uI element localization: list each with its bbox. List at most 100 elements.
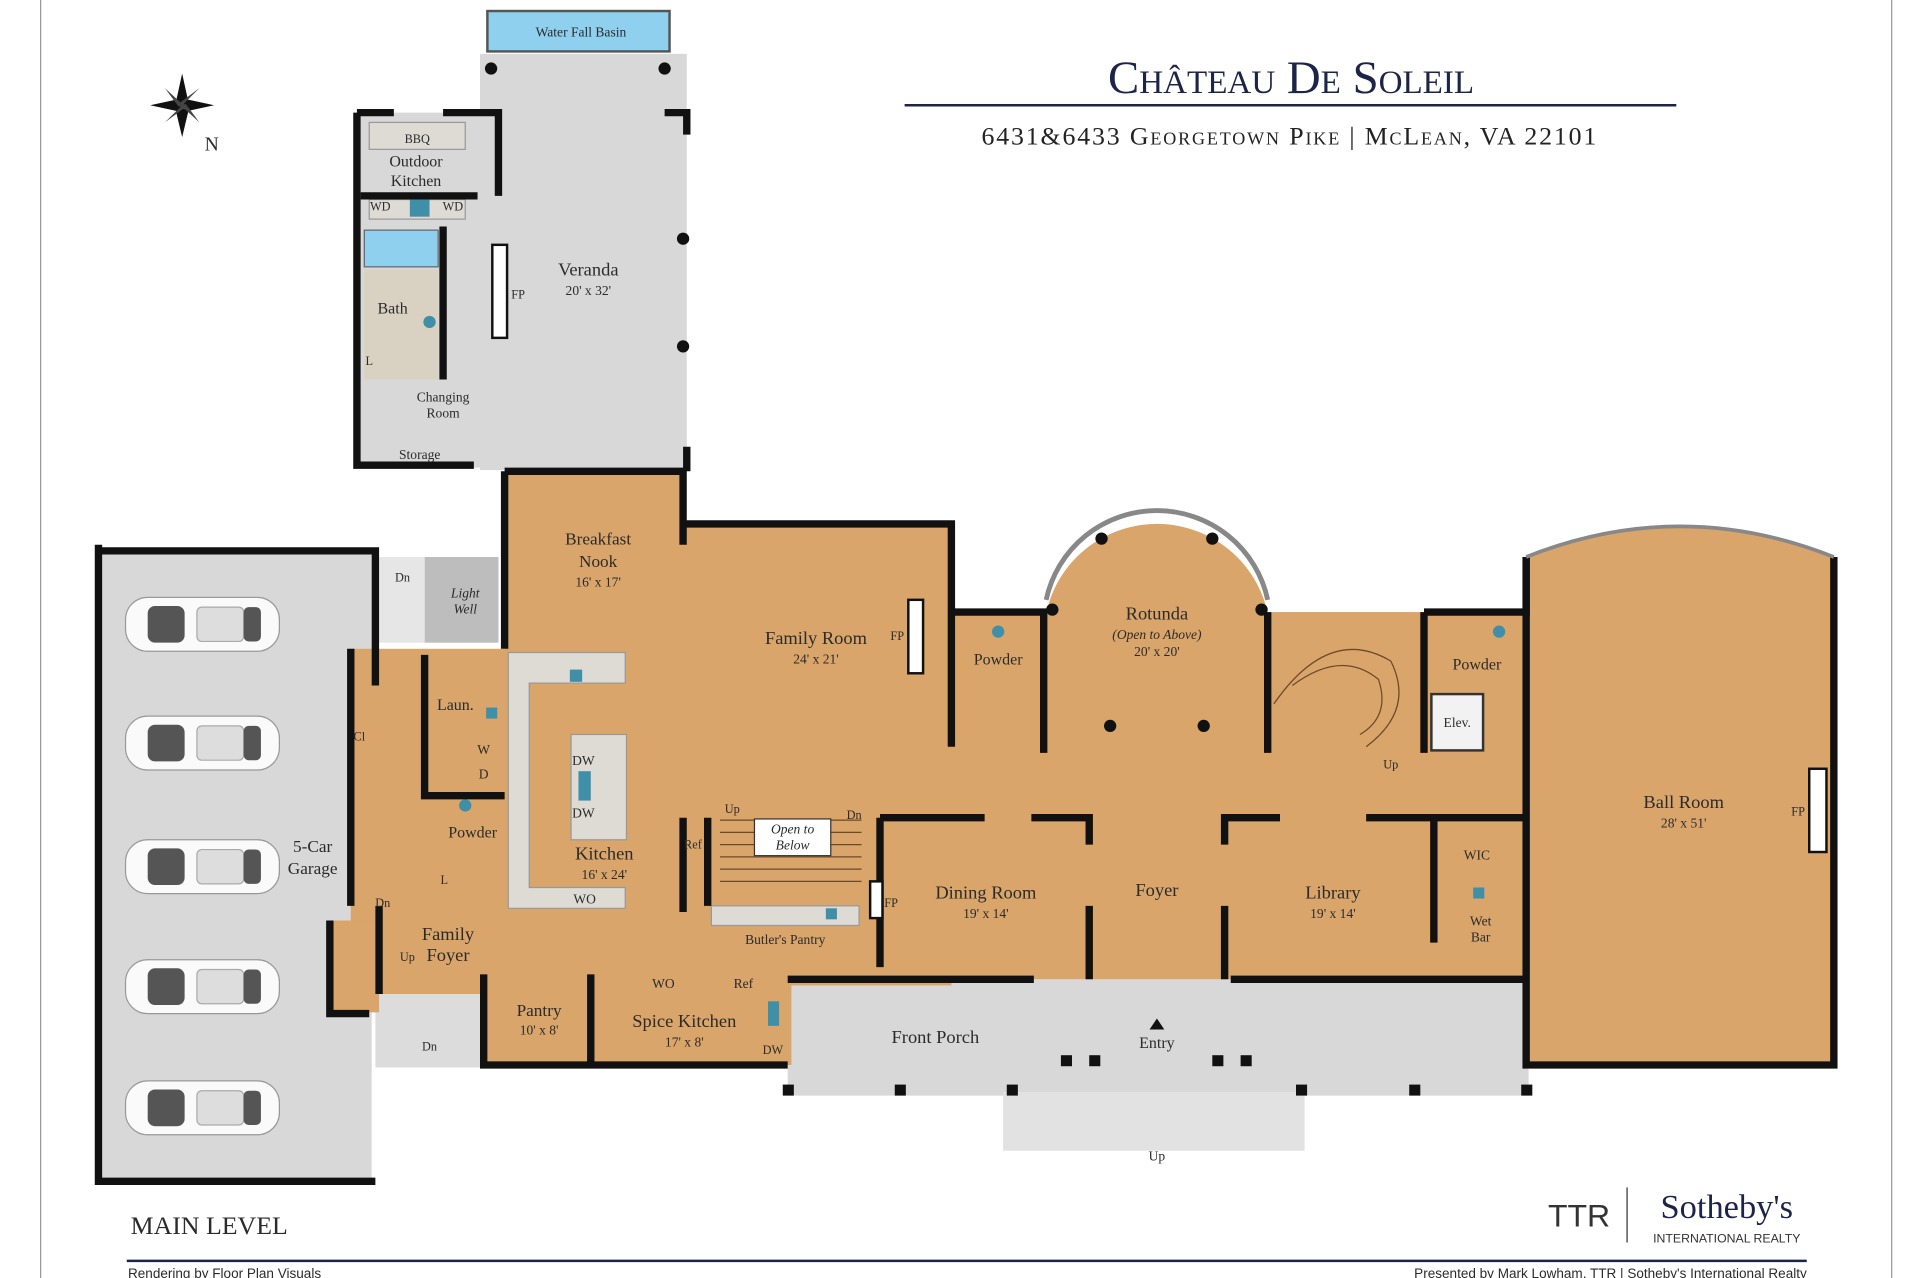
label-kitchen-dim: 16' x 24': [582, 867, 627, 882]
label-wd2: WD: [443, 200, 464, 214]
label-stair-up: Up: [1383, 758, 1398, 772]
label-outdoor1: Outdoor: [389, 154, 443, 171]
label-powder2: Powder: [1453, 657, 1503, 674]
label-pantry: Pantry: [517, 1001, 562, 1020]
label-bstair-up: Up: [725, 802, 740, 816]
label-family-fp: FP: [890, 629, 904, 643]
label-family-room-dim: 24' x 21': [793, 652, 838, 667]
rotunda-wall: [1043, 508, 1271, 601]
label-wo2: WO: [652, 976, 675, 991]
label-library: Library: [1305, 883, 1361, 903]
label-family-room: Family Room: [765, 628, 868, 648]
walls: [94, 108, 1838, 1185]
cars: [124, 596, 280, 1136]
shower: [363, 229, 439, 268]
logo-international-realty: INTERNATIONAL REALTY: [1653, 1232, 1800, 1246]
address: 6431&6433 Georgetown Pike | McLean, VA 2…: [982, 122, 1599, 151]
label-pantry-dim: 10' x 8': [520, 1022, 559, 1037]
label-porch-up: Up: [1149, 1149, 1166, 1164]
label-dining: Dining Room: [935, 883, 1037, 903]
label-garage1: 5-Car: [293, 837, 332, 856]
label-nook2: Nook: [579, 552, 618, 571]
label-veranda-fp: FP: [511, 288, 525, 302]
columns: [484, 62, 1533, 1096]
label-powder3-l: L: [441, 873, 449, 887]
label-garage-dn: Dn: [375, 896, 390, 910]
footer-credit-left: Rendering by Floor Plan Visuals: [128, 1266, 321, 1278]
label-veranda-dim: 20' x 32': [566, 283, 611, 298]
north-label: N: [205, 135, 219, 156]
label-storage: Storage: [399, 447, 440, 462]
label-ballroom: Ball Room: [1643, 792, 1724, 812]
label-dw3: DW: [763, 1043, 784, 1057]
label-lw-dn: Dn: [395, 570, 410, 584]
compass-rose-icon: [150, 73, 215, 138]
label-powder3: Powder: [448, 824, 498, 841]
car-icon: [124, 959, 280, 1015]
label-bbq: BBQ: [405, 132, 430, 146]
label-ballroom-fp: FP: [1791, 804, 1805, 818]
label-bstair-dn: Dn: [847, 808, 862, 822]
open-to-below: [753, 818, 832, 857]
level-label: MAIN LEVEL: [131, 1211, 288, 1240]
spiral-staircase: [1273, 648, 1400, 748]
kitchen-counters: [368, 121, 860, 927]
label-ffoyer-up: Up: [400, 950, 415, 964]
label-bath-l: L: [365, 354, 373, 368]
label-open2: Below: [776, 838, 810, 853]
label-spice: Spice Kitchen: [632, 1011, 736, 1031]
label-ballroom-dim: 28' x 51': [1661, 816, 1706, 831]
entry-arrow-icon: [1149, 1018, 1165, 1030]
label-wic: WIC: [1464, 847, 1490, 862]
label-bath: Bath: [378, 300, 408, 317]
label-wet1: Wet: [1470, 913, 1492, 928]
label-library-dim: 19' x 14': [1310, 906, 1355, 921]
label-wo1: WO: [573, 891, 596, 906]
elevator: [1430, 692, 1485, 752]
label-elev: Elev.: [1444, 715, 1471, 730]
label-ref1: Ref: [684, 837, 703, 851]
label-dw1: DW: [572, 753, 595, 768]
label-changing1: Changing: [417, 390, 470, 405]
label-garage2: Garage: [288, 859, 338, 878]
sinks: [409, 199, 1506, 1026]
label-waterfall: Water Fall Basin: [536, 25, 627, 40]
label-open1: Open to: [771, 822, 814, 837]
label-rotunda: Rotunda: [1126, 603, 1189, 623]
footer-credit-right: Presented by Mark Lowham, TTR | Sotheby'…: [1414, 1266, 1807, 1278]
label-dining-fp: FP: [884, 896, 898, 910]
label-entry: Entry: [1139, 1035, 1175, 1052]
label-wd1: WD: [370, 200, 391, 214]
label-wet2: Bar: [1471, 929, 1491, 944]
label-spice-dim: 17' x 8': [665, 1035, 704, 1050]
car-icon: [124, 839, 280, 895]
label-dw2: DW: [572, 806, 595, 821]
label-w: W: [477, 742, 490, 757]
ballroom-windows: [1525, 524, 1835, 559]
label-rotunda-note: (Open to Above): [1112, 627, 1202, 642]
page-title: Château De Soleil: [1108, 52, 1474, 104]
car-icon: [124, 715, 280, 771]
label-ref2: Ref: [734, 976, 754, 991]
label-d: D: [479, 767, 489, 782]
label-light2: Well: [453, 601, 477, 616]
label-changing2: Room: [427, 405, 461, 420]
label-butlers: Butler's Pantry: [745, 932, 826, 947]
label-laun: Laun.: [437, 697, 474, 714]
logo-sothebys: Sotheby's: [1660, 1188, 1793, 1226]
label-nook-dim: 16' x 17': [575, 574, 620, 589]
car-icon: [124, 596, 280, 652]
label-cl: Cl: [354, 730, 366, 744]
label-rotunda-dim: 20' x 20': [1134, 644, 1179, 659]
label-nook1: Breakfast: [565, 530, 631, 549]
label-side-dn: Dn: [422, 1039, 437, 1053]
label-light1: Light: [450, 585, 481, 600]
label-kitchen: Kitchen: [575, 843, 633, 863]
logo-ttr: TTR: [1548, 1198, 1610, 1234]
main-floor: [329, 471, 1834, 1068]
label-ffoyer2: Foyer: [426, 945, 469, 965]
label-outdoor2: Kitchen: [391, 173, 442, 190]
label-ffoyer1: Family: [422, 924, 475, 944]
